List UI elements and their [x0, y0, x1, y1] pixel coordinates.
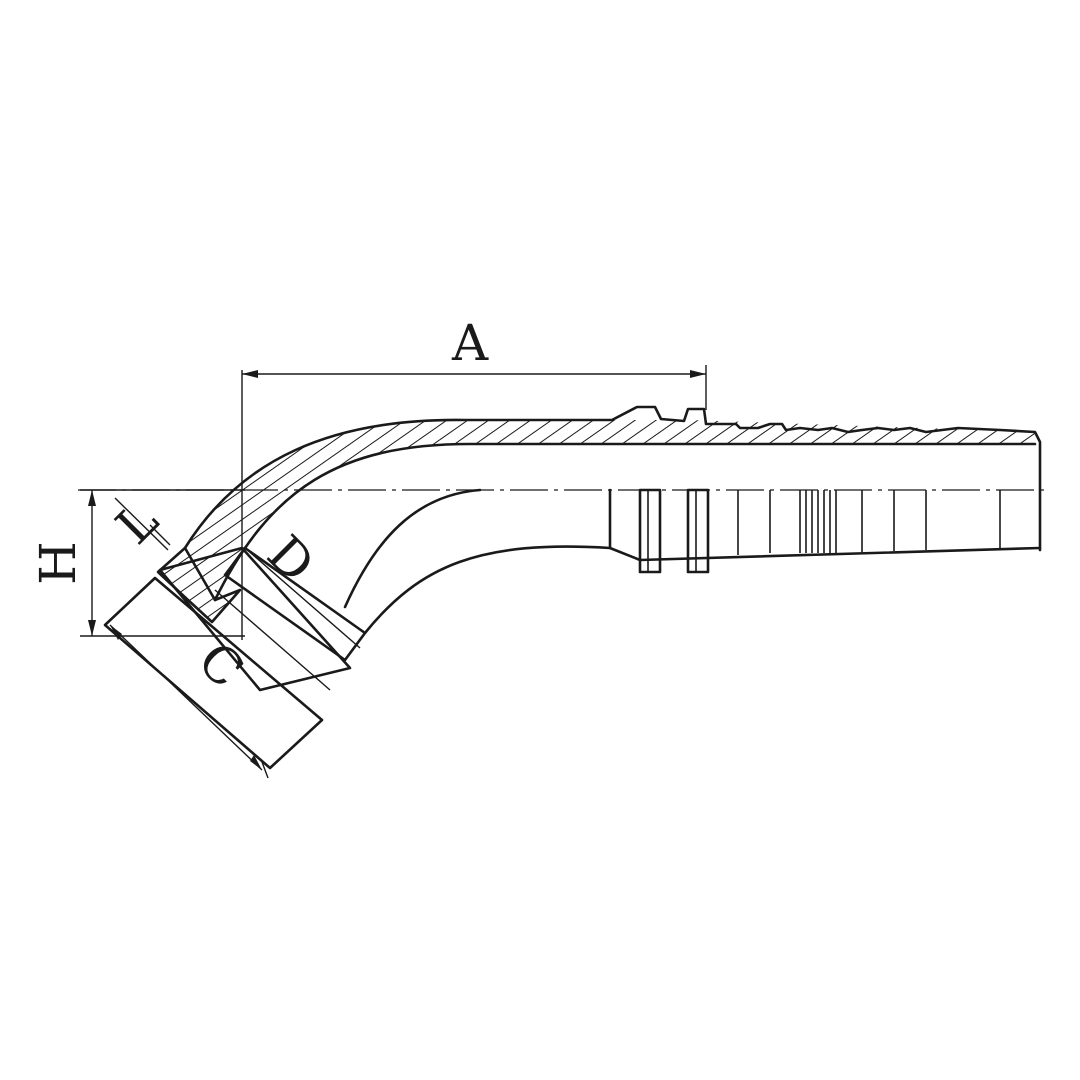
dimension-a — [241, 365, 707, 640]
label-a: A — [451, 314, 489, 372]
outer-contour — [183, 405, 1042, 552]
section-hatch — [185, 419, 1035, 600]
outer-contour-lower — [363, 545, 612, 635]
label-h: H — [29, 541, 87, 585]
label-l: L — [105, 491, 169, 555]
ferrule-rings — [608, 488, 1042, 574]
dimension-l — [114, 497, 171, 551]
flange-head — [103, 546, 367, 770]
dimension-c — [109, 624, 269, 779]
inner-bore-lower — [343, 488, 482, 609]
label-c: C — [187, 631, 255, 699]
dimension-h — [80, 489, 245, 637]
dimension-d — [214, 547, 361, 691]
inner-bore-upper — [213, 442, 1037, 602]
label-d: D — [256, 524, 325, 593]
